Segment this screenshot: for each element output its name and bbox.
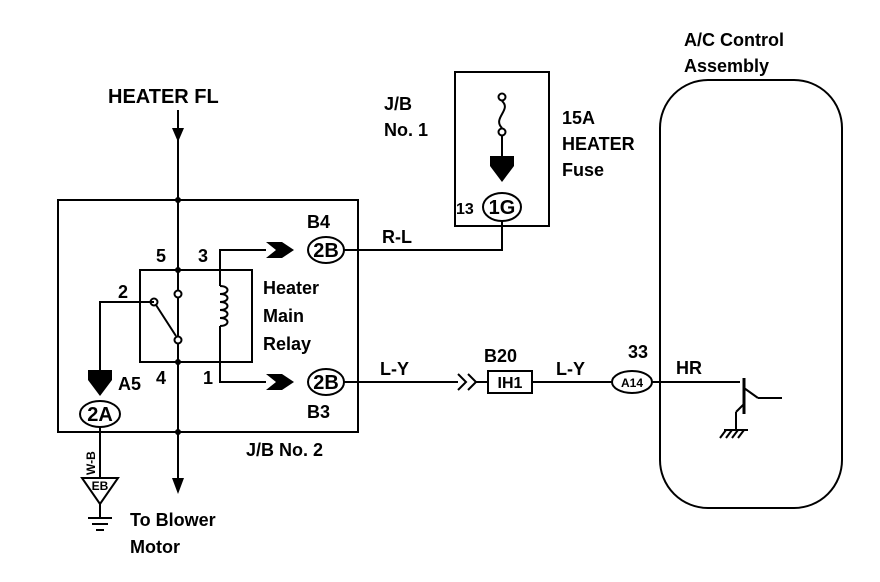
pin1-wire xyxy=(219,362,266,383)
fuse-element-icon xyxy=(498,100,506,129)
heater-fl-arrow-icon xyxy=(172,128,184,142)
pin3-wire xyxy=(219,249,266,270)
ground-eb-label: EB xyxy=(92,479,109,493)
relay-switch-arm xyxy=(155,304,177,337)
fuse-label-line2: HEATER xyxy=(562,134,635,154)
hr-label: HR xyxy=(676,358,702,378)
blower-arrow-icon xyxy=(172,478,184,494)
connector-ih1-label: IH1 xyxy=(498,375,523,392)
connector-arrow-a5-icon xyxy=(88,370,112,396)
connector-1g-label: 1G xyxy=(489,197,516,219)
fuse-label-line3: Fuse xyxy=(562,160,604,180)
wb-wire-label: W-B xyxy=(84,451,98,475)
relay-box xyxy=(139,269,253,363)
ac-control-label-line2: Assembly xyxy=(684,56,769,76)
relay-contact-lower xyxy=(173,335,183,345)
jb-no2-label: J/B No. 2 xyxy=(246,440,323,460)
jb-no1-label-line1: J/B xyxy=(384,94,412,114)
transistor-collector xyxy=(743,387,759,399)
connector-a14-pin: 33 xyxy=(628,342,648,362)
connector-arrow-b3-icon xyxy=(266,374,294,390)
relay-label-line2: Main xyxy=(263,306,304,326)
junction-dot-bottom xyxy=(175,429,181,435)
rl-wire xyxy=(344,221,503,251)
connector-1g-pin: 13 xyxy=(456,201,474,218)
pin2-wire xyxy=(99,301,154,372)
connector-a14-label: A14 xyxy=(621,376,643,390)
to-blower-label-line2: Motor xyxy=(130,537,180,557)
heater-fl-label: HEATER FL xyxy=(108,86,219,108)
to-blower-label-line1: To Blower xyxy=(130,510,216,530)
ly-wire-1-label: L-Y xyxy=(380,359,409,379)
connector-chevron-2-icon xyxy=(467,373,478,391)
rl-wire-label: R-L xyxy=(382,227,412,247)
fuse-label-line1: 15A xyxy=(562,108,595,128)
connector-arrow-1g-icon xyxy=(490,156,514,182)
chassis-ground-hatch-2 xyxy=(725,429,733,439)
pin-3-label: 3 xyxy=(198,246,208,266)
ac-control-label-line1: A/C Control xyxy=(684,30,784,50)
connector-a5-ref: A5 xyxy=(118,374,141,394)
relay-contact-upper xyxy=(173,289,183,299)
pin-2-label: 2 xyxy=(118,282,128,302)
connector-b4-ref: B4 xyxy=(307,212,330,232)
relay-label-line1: Heater xyxy=(263,278,319,298)
pin-5-label: 5 xyxy=(156,246,166,266)
relay-dot-4 xyxy=(175,359,181,365)
jb-no2-box xyxy=(57,199,359,433)
connector-b3-ref: B3 xyxy=(307,402,330,422)
fuse-terminal-bottom xyxy=(497,127,507,137)
connector-chevron-1-icon xyxy=(457,373,468,391)
ground-triangle-icon xyxy=(80,477,120,506)
chassis-ground-hatch-4 xyxy=(737,429,745,439)
relay-coil-icon xyxy=(219,285,229,327)
junction-dot-top xyxy=(175,197,181,203)
ly-wire-2-label: L-Y xyxy=(556,359,585,379)
ac-control-assembly-box xyxy=(659,79,843,509)
connector-2a-label: 2A xyxy=(87,404,113,426)
connector-2b-top-label: 2B xyxy=(313,240,339,262)
connector-b20-ref: B20 xyxy=(484,346,517,366)
pin-1-label: 1 xyxy=(203,368,213,388)
relay-dot-5 xyxy=(175,267,181,273)
fuse-terminal-top xyxy=(497,92,507,102)
chassis-ground-hatch-3 xyxy=(731,429,739,439)
pin-4-label: 4 xyxy=(156,368,166,388)
connector-2b-bottom-label: 2B xyxy=(313,372,339,394)
jb-no1-label-line2: No. 1 xyxy=(384,120,428,140)
connector-arrow-b4-icon xyxy=(266,242,294,258)
chassis-ground-hatch-1 xyxy=(719,429,727,439)
transistor-emitter xyxy=(735,403,745,413)
relay-label-line3: Relay xyxy=(263,334,311,354)
